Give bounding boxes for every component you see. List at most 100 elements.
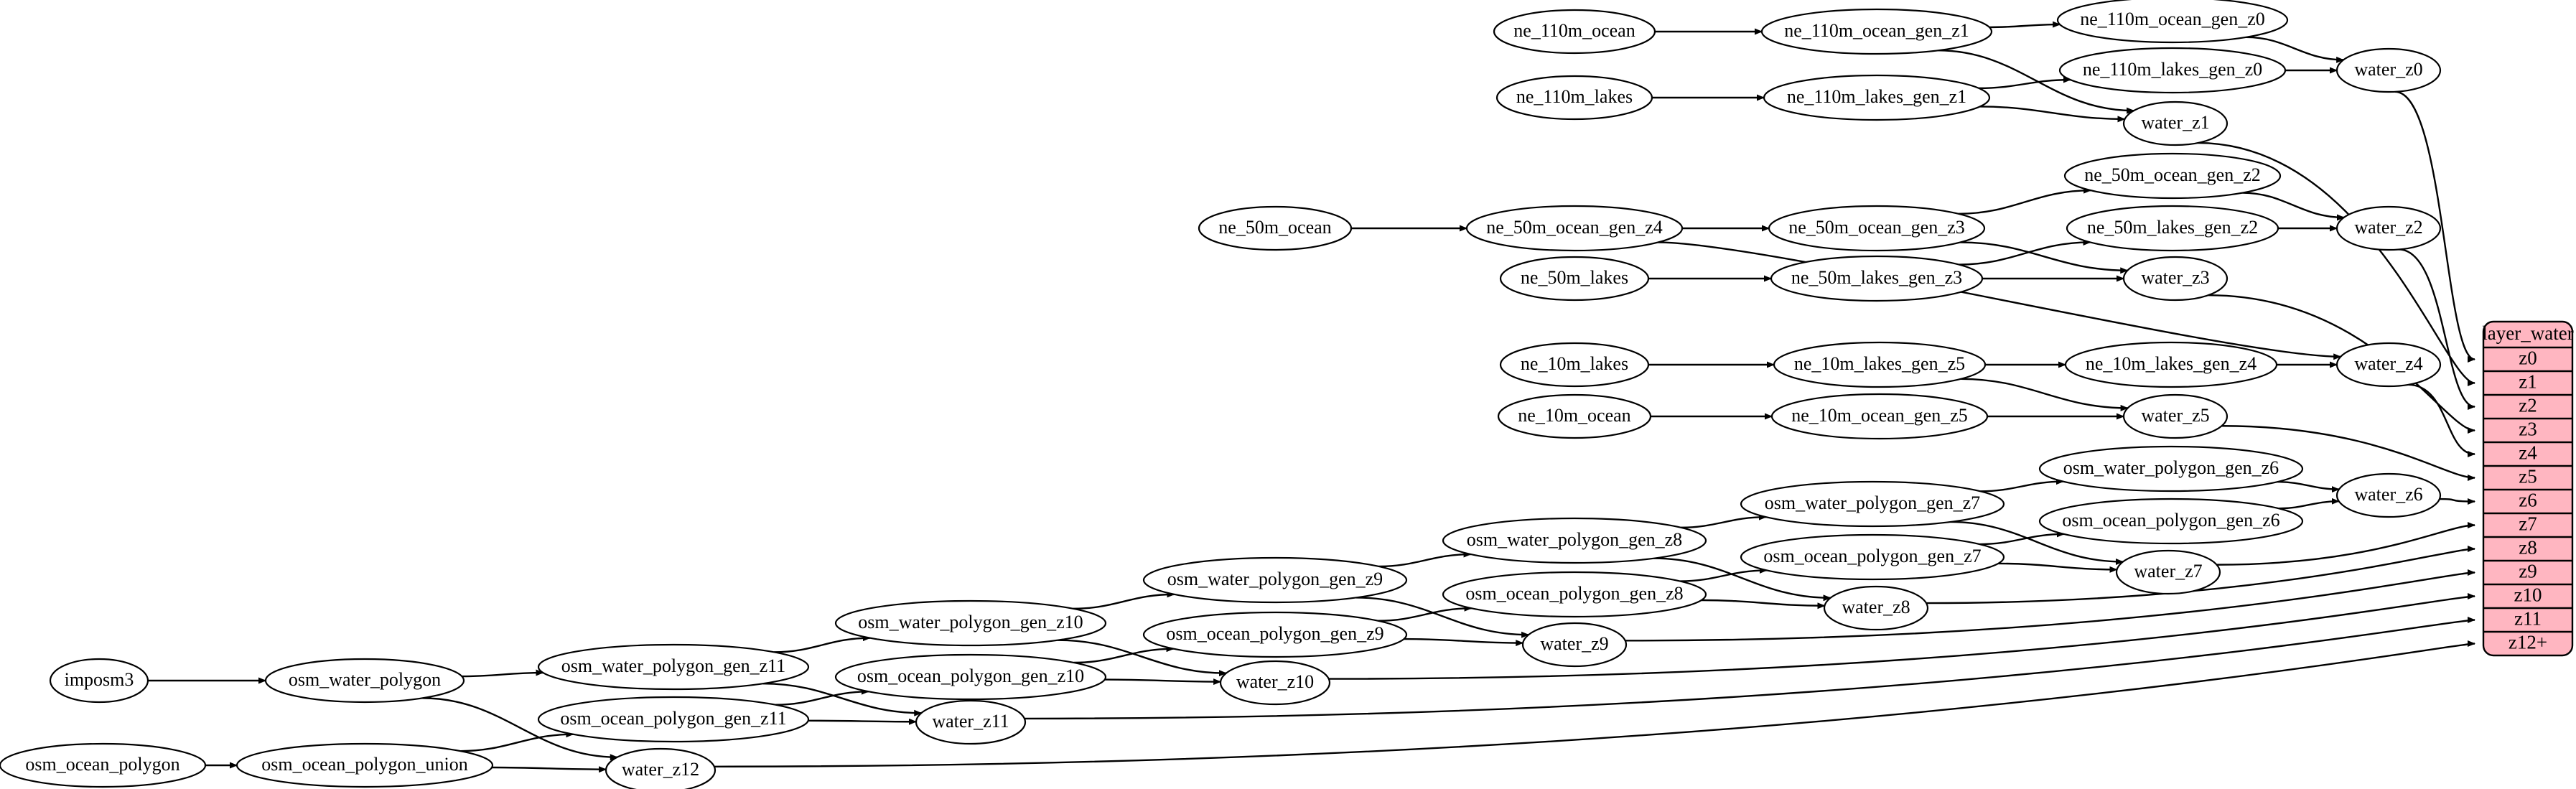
node-shape (0, 742, 207, 788)
node-label: water_z10 (1236, 671, 1314, 692)
edge-osm_ocean_polygon_gen_z9-to-water_z9 (1404, 638, 1524, 647)
node-label: osm_ocean_polygon_gen_z9 (1166, 623, 1383, 644)
node-osm_ocean_polygon_gen_z7[interactable]: osm_ocean_polygon_gen_z7 (1740, 533, 2005, 581)
edge-water_z1-to-layer_water-z1 (2198, 141, 2475, 386)
node-osm_ocean_polygon_gen_z8[interactable]: osm_ocean_polygon_gen_z8 (1442, 571, 1707, 618)
node-shape (1465, 205, 1684, 252)
edge-osm_water_polygon_gen_z9-to-water_z9 (1355, 597, 1530, 638)
legend-row-z0[interactable]: z0 (2519, 347, 2537, 369)
edge-ne_10m_lakes_gen_z5-to-water_z5 (1961, 378, 2129, 411)
legend-row-z6[interactable]: z6 (2519, 490, 2537, 511)
node-osm_ocean_polygon_gen_z10[interactable]: osm_ocean_polygon_gen_z10 (834, 653, 1107, 701)
node-shape (1142, 556, 1408, 604)
node-water_z1[interactable]: water_z1 (2122, 101, 2229, 146)
node-water_z3[interactable]: water_z3 (2122, 256, 2229, 302)
node-ne_10m_ocean_gen_z5[interactable]: ne_10m_ocean_gen_z5 (1770, 393, 1989, 440)
node-ne_10m_ocean[interactable]: ne_10m_ocean (1497, 393, 1652, 439)
node-ne_50m_ocean_gen_z2[interactable]: ne_50m_ocean_gen_z2 (2063, 152, 2282, 200)
node-label: ne_50m_ocean_gen_z3 (1788, 217, 1964, 238)
node-label: osm_ocean_polygon_gen_z6 (2062, 510, 2279, 531)
legend-row-z8[interactable]: z8 (2519, 537, 2537, 559)
node-water_z11[interactable]: water_z11 (915, 699, 1027, 745)
legend-row-z3[interactable]: z3 (2519, 419, 2537, 440)
node-imposm3[interactable]: imposm3 (49, 658, 149, 704)
edge-water_z2-to-layer_water-z2 (2399, 248, 2475, 410)
legend-row-z7[interactable]: z7 (2519, 513, 2537, 535)
node-shape (1768, 205, 1986, 252)
node-osm_ocean_polygon_gen_z9[interactable]: osm_ocean_polygon_gen_z9 (1142, 611, 1408, 658)
node-label: water_z1 (2141, 112, 2209, 133)
node-ne_50m_lakes[interactable]: ne_50m_lakes (1499, 256, 1650, 302)
node-water_z2[interactable]: water_z2 (2335, 205, 2442, 251)
node-water_z10[interactable]: water_z10 (1219, 660, 1331, 706)
node-shape (1760, 8, 1993, 55)
node-label: water_z2 (2354, 217, 2422, 238)
node-ne_50m_ocean_gen_z4[interactable]: ne_50m_ocean_gen_z4 (1465, 205, 1684, 252)
node-osm_water_polygon_gen_z7[interactable]: osm_water_polygon_gen_z7 (1740, 480, 2005, 528)
node-osm_ocean_polygon_gen_z6[interactable]: osm_ocean_polygon_gen_z6 (2038, 498, 2304, 545)
node-label: water_z8 (1842, 597, 1910, 617)
node-shape (1499, 256, 1650, 302)
edge-water_z4-to-layer_water-z4 (2407, 383, 2475, 457)
node-ne_10m_lakes_gen_z4[interactable]: ne_10m_lakes_gen_z4 (2064, 341, 2278, 388)
node-label: water_z6 (2354, 484, 2422, 505)
legend-row-z2[interactable]: z2 (2519, 395, 2537, 416)
node-water_z7[interactable]: water_z7 (2115, 549, 2221, 595)
node-osm_ocean_polygon_union[interactable]: osm_ocean_polygon_union (235, 742, 494, 788)
node-ne_110m_ocean[interactable]: ne_110m_ocean (1493, 9, 1656, 55)
node-water_z0[interactable]: water_z0 (2335, 47, 2442, 93)
edge-osm_water_polygon_gen_z7-to-osm_water_polygon_gen_z6 (1980, 478, 2064, 492)
node-shape (1442, 517, 1707, 564)
node-shape (1823, 585, 1929, 631)
legend-row-z5[interactable]: z5 (2519, 466, 2537, 487)
edge-osm_ocean_polygon_gen_z8-to-water_z8 (1701, 599, 1826, 610)
node-ne_50m_ocean[interactable]: ne_50m_ocean (1198, 205, 1353, 251)
node-water_z6[interactable]: water_z6 (2335, 472, 2442, 518)
node-ne_110m_lakes_gen_z0[interactable]: ne_110m_lakes_gen_z0 (2058, 47, 2287, 94)
node-label: water_z7 (2134, 561, 2202, 582)
edge-osm_ocean_polygon_gen_z7-to-water_z7 (1998, 562, 2118, 573)
node-label: ne_50m_lakes (1521, 267, 1628, 288)
node-shape (1773, 341, 1987, 388)
node-osm_ocean_polygon[interactable]: osm_ocean_polygon (0, 742, 207, 788)
legend-row-z9[interactable]: z9 (2519, 561, 2537, 582)
node-ne_50m_lakes_gen_z2[interactable]: ne_50m_lakes_gen_z2 (2066, 205, 2279, 252)
node-ne_110m_ocean_gen_z1[interactable]: ne_110m_ocean_gen_z1 (1760, 8, 1993, 55)
edge-osm_water_polygon_gen_z11-to-water_z11 (762, 682, 923, 716)
node-label: water_z3 (2141, 267, 2209, 288)
edge-ne_110m_ocean_gen_z0-to-water_z0 (2246, 36, 2345, 63)
node-osm_water_polygon[interactable]: osm_water_polygon (264, 658, 465, 704)
node-water_z9[interactable]: water_z9 (1521, 622, 1628, 668)
node-ne_50m_ocean_gen_z3[interactable]: ne_50m_ocean_gen_z3 (1768, 205, 1986, 252)
node-shape (1740, 480, 2005, 528)
node-osm_water_polygon_gen_z9[interactable]: osm_water_polygon_gen_z9 (1142, 556, 1408, 604)
node-osm_ocean_polygon_gen_z11[interactable]: osm_ocean_polygon_gen_z11 (537, 696, 810, 743)
legend-row-z11[interactable]: z11 (2514, 608, 2542, 630)
node-water_z8[interactable]: water_z8 (1823, 585, 1929, 631)
legend-row-z1[interactable]: z1 (2519, 371, 2537, 393)
edge-ne_110m_ocean_gen_z1-to-water_z1 (1938, 50, 2135, 114)
legend-row-z4[interactable]: z4 (2519, 442, 2537, 464)
node-ne_110m_ocean_gen_z0[interactable]: ne_110m_ocean_gen_z0 (2056, 0, 2289, 44)
node-label: water_z5 (2141, 405, 2209, 426)
node-label: water_z0 (2354, 59, 2422, 80)
node-ne_10m_lakes_gen_z5[interactable]: ne_10m_lakes_gen_z5 (1773, 341, 1987, 388)
edge-ne_50m_ocean_gen_z4-to-water_z4 (1658, 241, 2342, 360)
node-ne_110m_lakes[interactable]: ne_110m_lakes (1495, 75, 1653, 121)
node-osm_water_polygon_gen_z6[interactable]: osm_water_polygon_gen_z6 (2038, 445, 2304, 492)
edge-water_z0-to-layer_water-z0 (2394, 90, 2475, 363)
node-osm_water_polygon_gen_z11[interactable]: osm_water_polygon_gen_z11 (537, 643, 810, 691)
node-label: ne_10m_ocean (1518, 405, 1630, 426)
node-water_z12[interactable]: water_z12 (605, 747, 717, 789)
node-water_z5[interactable]: water_z5 (2122, 393, 2229, 439)
edge-ne_50m_ocean_gen_z3-to-water_z3 (1960, 241, 2129, 274)
node-ne_110m_lakes_gen_z1[interactable]: ne_110m_lakes_gen_z1 (1763, 74, 1991, 121)
node-osm_water_polygon_gen_z10[interactable]: osm_water_polygon_gen_z10 (834, 599, 1107, 647)
node-osm_water_polygon_gen_z8[interactable]: osm_water_polygon_gen_z8 (1442, 517, 1707, 564)
legend-row-z12+[interactable]: z12+ (2509, 632, 2547, 653)
node-water_z4[interactable]: water_z4 (2335, 342, 2442, 388)
edge-osm_water_polygon_gen_z7-to-water_z7 (1950, 520, 2124, 565)
legend-row-z10[interactable]: z10 (2514, 584, 2542, 606)
node-ne_10m_lakes[interactable]: ne_10m_lakes (1499, 342, 1650, 388)
node-ne_50m_lakes_gen_z3[interactable]: ne_50m_lakes_gen_z3 (1770, 255, 1984, 302)
